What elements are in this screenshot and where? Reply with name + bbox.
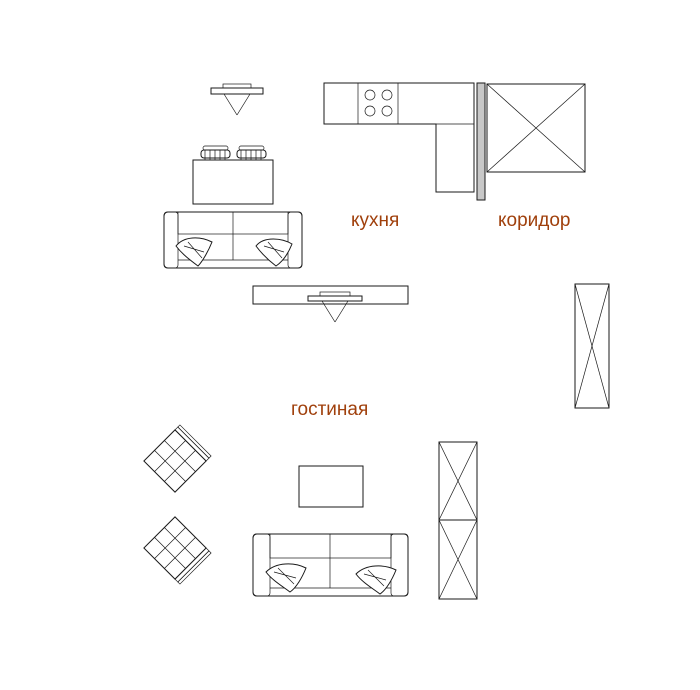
dining-table [192,159,274,205]
kitchen-tv [210,83,264,116]
kitchen-sofa-pillow-right [255,238,293,267]
room-label-corridor: коридор [498,210,571,231]
room-label-living: гостиная [291,399,369,420]
partition-wall [476,82,486,201]
kitchen-sofa-pillow-left [175,237,213,267]
kitchen-counter [323,82,475,193]
armchair-lower [143,516,212,585]
dining-chair-right [236,145,267,160]
living-tv [307,291,363,323]
wardrobe-upper [438,441,478,521]
armchair-upper [143,424,212,493]
tv-cabinet [252,285,409,305]
dining-chair-left [200,145,231,160]
wardrobe-lower [438,519,478,600]
coffee-table [298,465,364,508]
hob-icon [364,89,393,117]
room-label-kitchen: кухня [351,210,400,231]
corridor-wardrobe [486,83,586,173]
shelf-right [574,283,610,409]
living-sofa-pillow-right [355,565,397,595]
living-sofa-pillow-left [265,563,307,593]
